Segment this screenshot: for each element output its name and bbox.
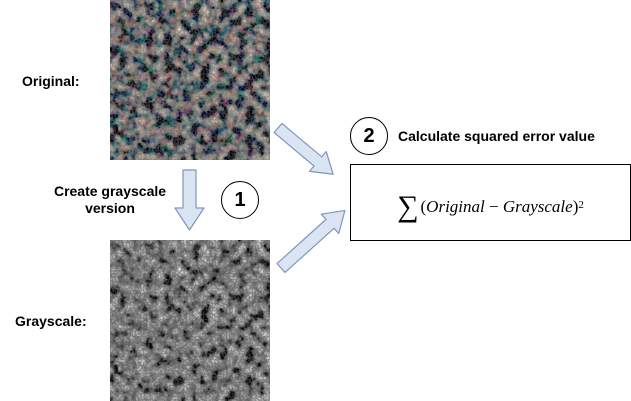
step-1-badge: 1 [221,181,259,219]
formula-box: ∑ ( Original − Grayscale ) 2 [350,164,631,241]
formula-term-original: Original [426,196,485,216]
formula-minus: − [484,196,503,216]
step-2-badge: 2 [350,117,388,155]
grayscale-image [110,240,270,401]
create-grayscale-line1: Create grayscale [53,183,167,199]
original-label: Original: [22,73,80,89]
sigma-symbol: ∑ [397,189,419,223]
diagonal-arrow-up-icon [276,209,346,274]
down-arrow-icon [174,169,205,231]
diagonal-arrow-down-icon [273,122,334,175]
create-grayscale-label: Create grayscale version [40,183,180,217]
original-image [110,0,270,160]
calculate-label: Calculate squared error value [398,128,595,144]
formula-term-grayscale: Grayscale [502,196,573,216]
original-image-graphic [110,0,270,160]
squared-error-formula: ∑ ( Original − Grayscale ) 2 [397,188,584,221]
grayscale-label: Grayscale: [15,313,87,329]
formula-exponent: 2 [578,198,584,211]
grayscale-image-graphic [110,240,270,401]
formula-open-paren: ( [420,196,427,216]
create-grayscale-line2: version [85,200,135,216]
formula-close-paren: ) [572,196,579,216]
